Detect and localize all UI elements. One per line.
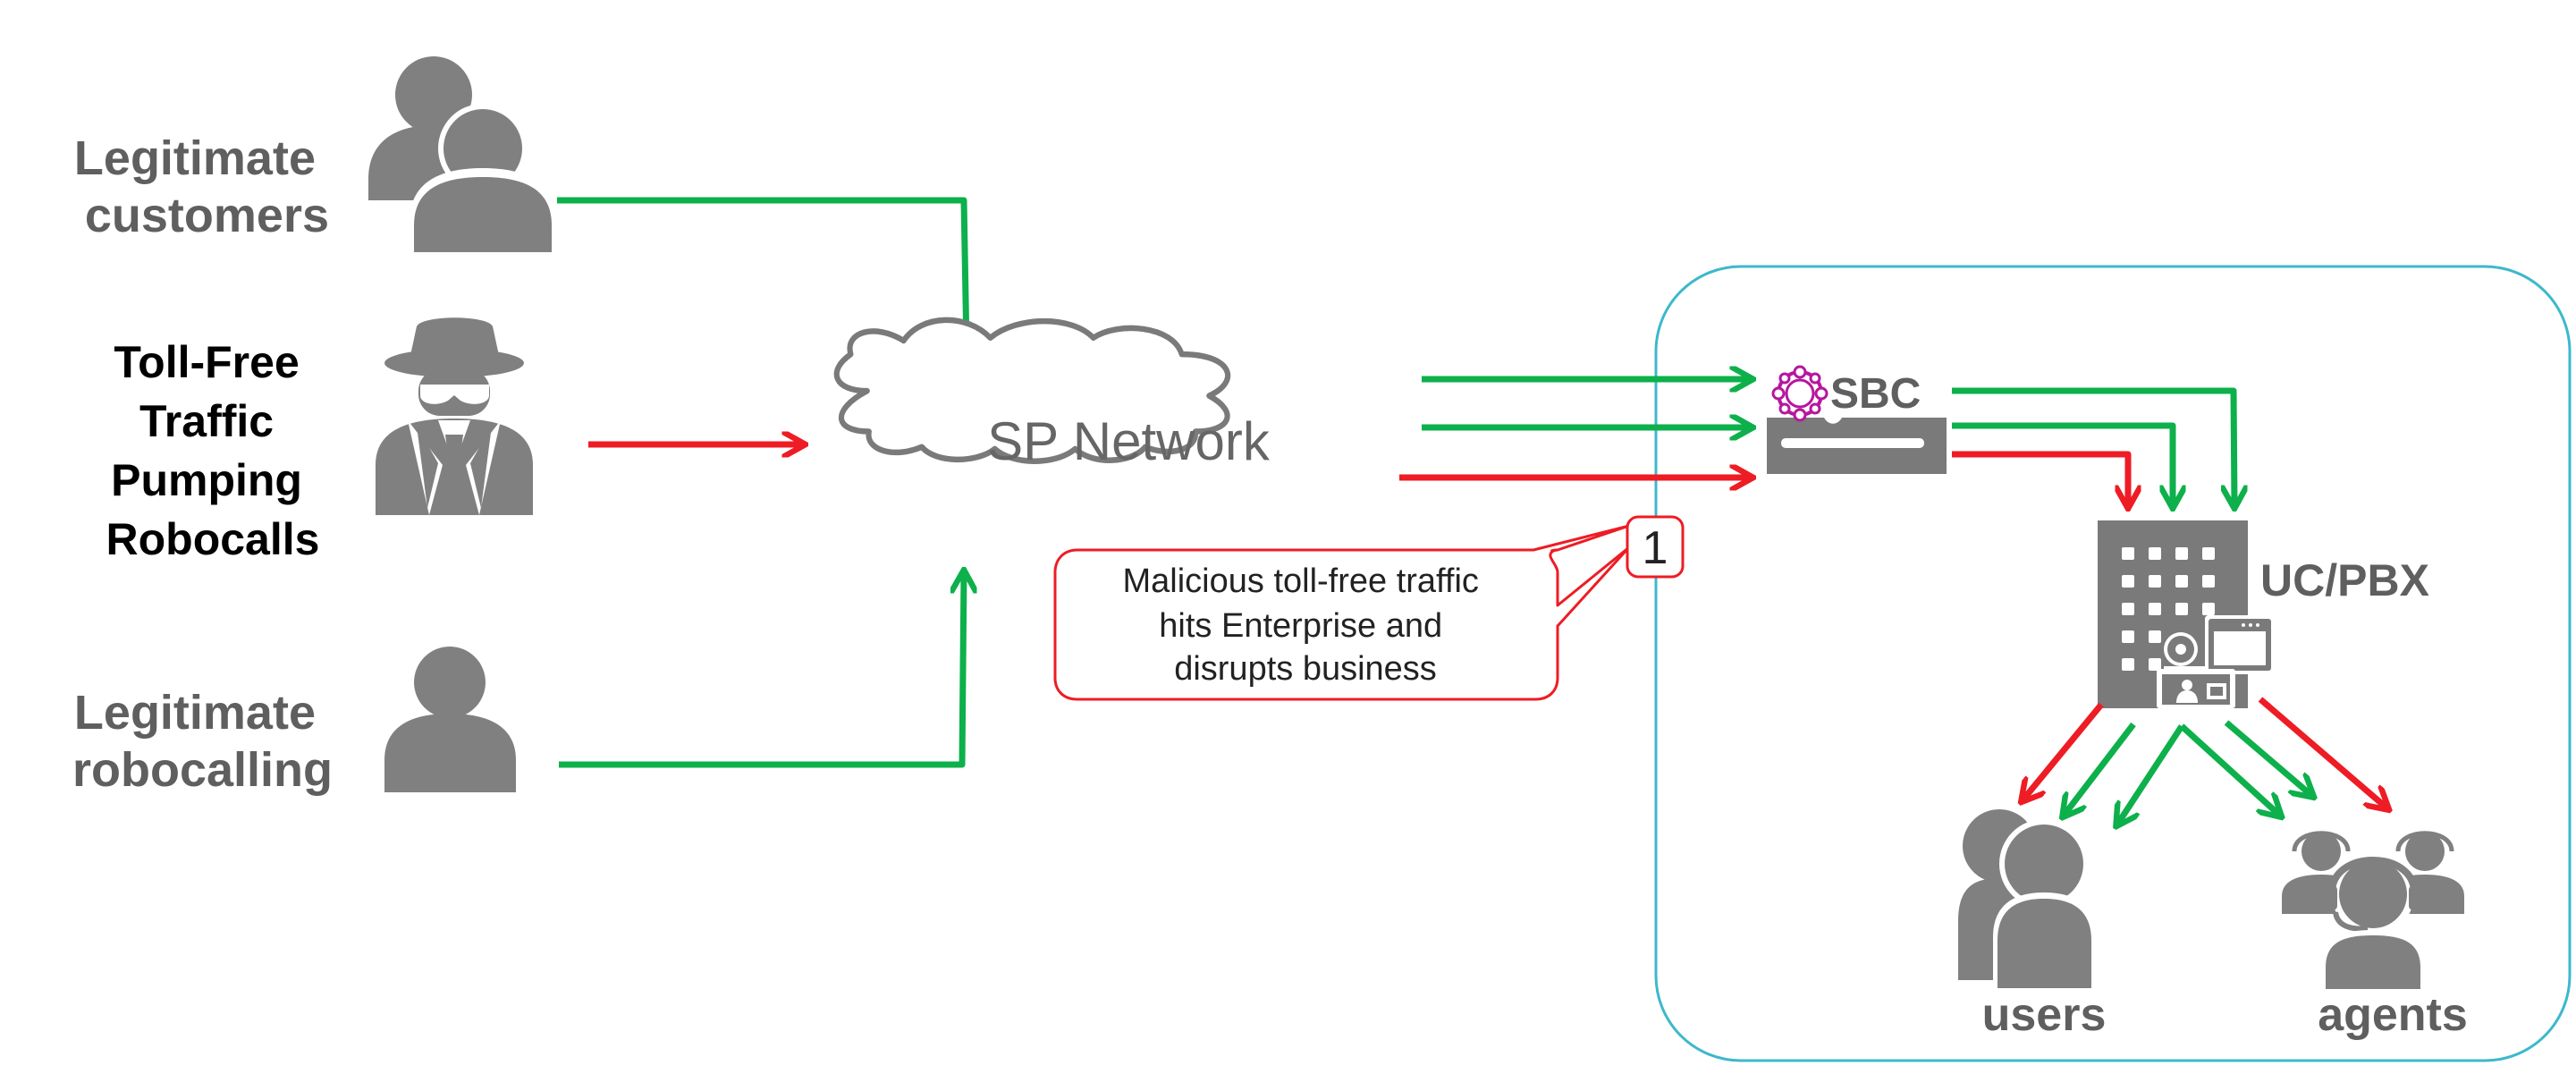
toll-free-label: Toll-Free Traffic Pumping Robocalls xyxy=(106,337,320,564)
legit-robocalling-arrow xyxy=(559,572,964,768)
network-label: SP Network xyxy=(987,411,1271,471)
spy-icon xyxy=(376,317,533,515)
pbx-to-agents-red xyxy=(2258,697,2387,808)
pbx-label: UC/PBX xyxy=(2260,555,2429,605)
person-icon xyxy=(384,647,516,792)
legit-customers-label: Legitimate customers xyxy=(74,131,329,242)
pbx-to-users-green-2 xyxy=(2117,724,2184,825)
agents-label: agents xyxy=(2318,989,2468,1041)
headset-agents-icon xyxy=(2282,831,2464,993)
sbc-label: SBC xyxy=(1830,370,1921,418)
users-people-icon xyxy=(1958,809,2096,993)
callout-number-badge: 1 xyxy=(1626,515,1685,579)
sbc-device-icon xyxy=(1767,418,1947,474)
users-label: users xyxy=(1982,989,2107,1041)
sbc-to-pbx-green-2 xyxy=(1952,422,2173,506)
legit-robocalling-label: Legitimate robocalling xyxy=(72,686,333,797)
pbx-to-agents-green-2 xyxy=(2224,720,2312,796)
cloud-icon xyxy=(833,317,1231,464)
sbc-to-pbx-green-1 xyxy=(1952,387,2234,506)
people-icon xyxy=(368,56,556,255)
callout-number: 1 xyxy=(1643,522,1668,574)
callout-text: Malicious toll-free traffic hits Enterpr… xyxy=(1123,562,1489,688)
sbc-logo-icon xyxy=(1771,365,1829,422)
callout: Malicious toll-free traffic hits Enterpr… xyxy=(1053,524,1631,701)
enterprise-boundary xyxy=(1654,265,2572,1062)
sbc-to-pbx-red xyxy=(1952,451,2128,506)
legit-customers-arrow xyxy=(557,197,967,349)
building-icon xyxy=(2098,520,2275,708)
pbx-to-users-red xyxy=(2023,702,2104,800)
pbx-to-agents-green-1 xyxy=(2179,723,2280,816)
pbx-to-users-green-1 xyxy=(2064,722,2136,816)
